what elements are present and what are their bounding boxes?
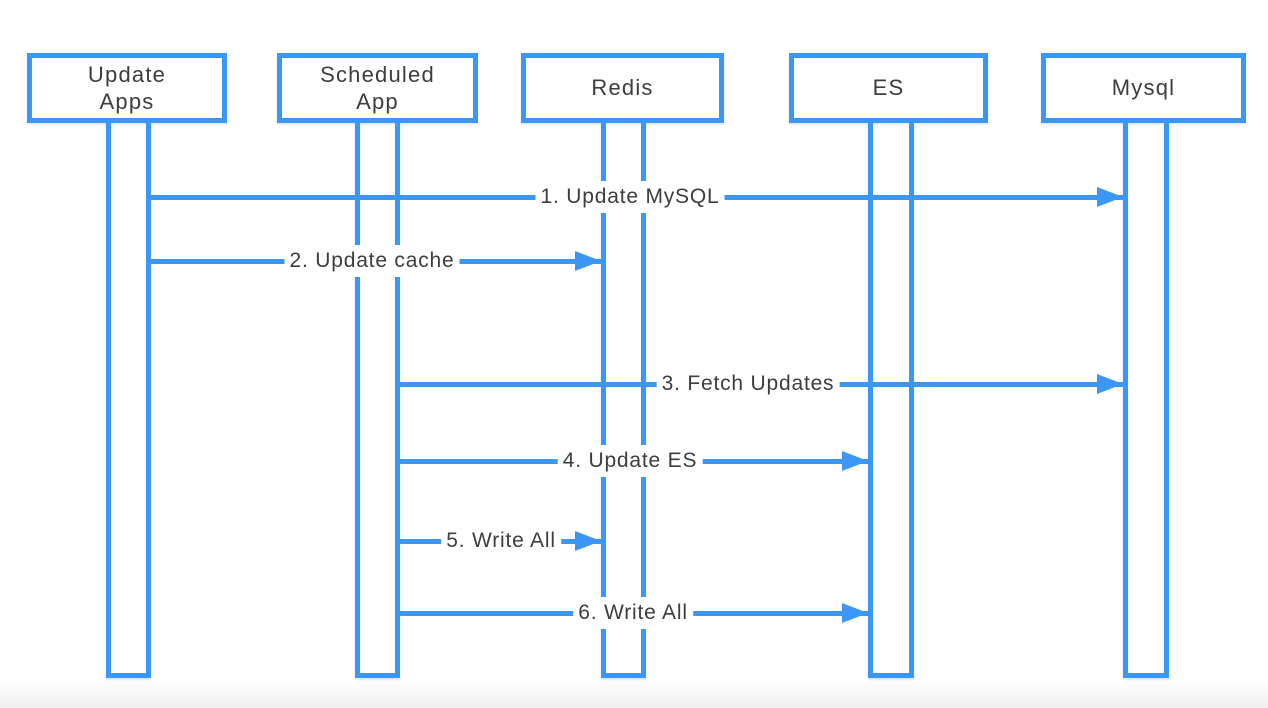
message-label-3: 3. Fetch Updates (656, 368, 840, 400)
participant-box-es: ES (789, 53, 988, 123)
lifeline-redis (601, 122, 646, 678)
participant-box-scheduled-app: Scheduled App (277, 53, 478, 123)
participant-box-update-apps: Update Apps (27, 53, 227, 123)
arrowhead-icon-5 (575, 531, 601, 551)
message-label-6: 6. Write All (573, 597, 693, 629)
arrowhead-icon-2 (575, 251, 601, 271)
arrowhead-icon-6 (842, 603, 868, 623)
message-label-2: 2. Update cache (284, 245, 460, 277)
footer-strip (0, 682, 1268, 708)
lifeline-es (868, 122, 914, 678)
message-label-4: 4. Update ES (557, 445, 703, 477)
message-label-5: 5. Write All (441, 525, 561, 557)
arrowhead-icon-1 (1097, 187, 1123, 207)
message-label-1: 1. Update MySQL (535, 181, 725, 213)
participant-box-mysql: Mysql (1041, 53, 1246, 123)
lifeline-scheduled-app (355, 122, 400, 678)
arrowhead-icon-3 (1097, 374, 1123, 394)
arrowhead-icon-4 (842, 451, 868, 471)
lifeline-mysql (1123, 122, 1169, 678)
participant-box-redis: Redis (521, 53, 724, 123)
lifeline-update-apps (106, 122, 151, 678)
